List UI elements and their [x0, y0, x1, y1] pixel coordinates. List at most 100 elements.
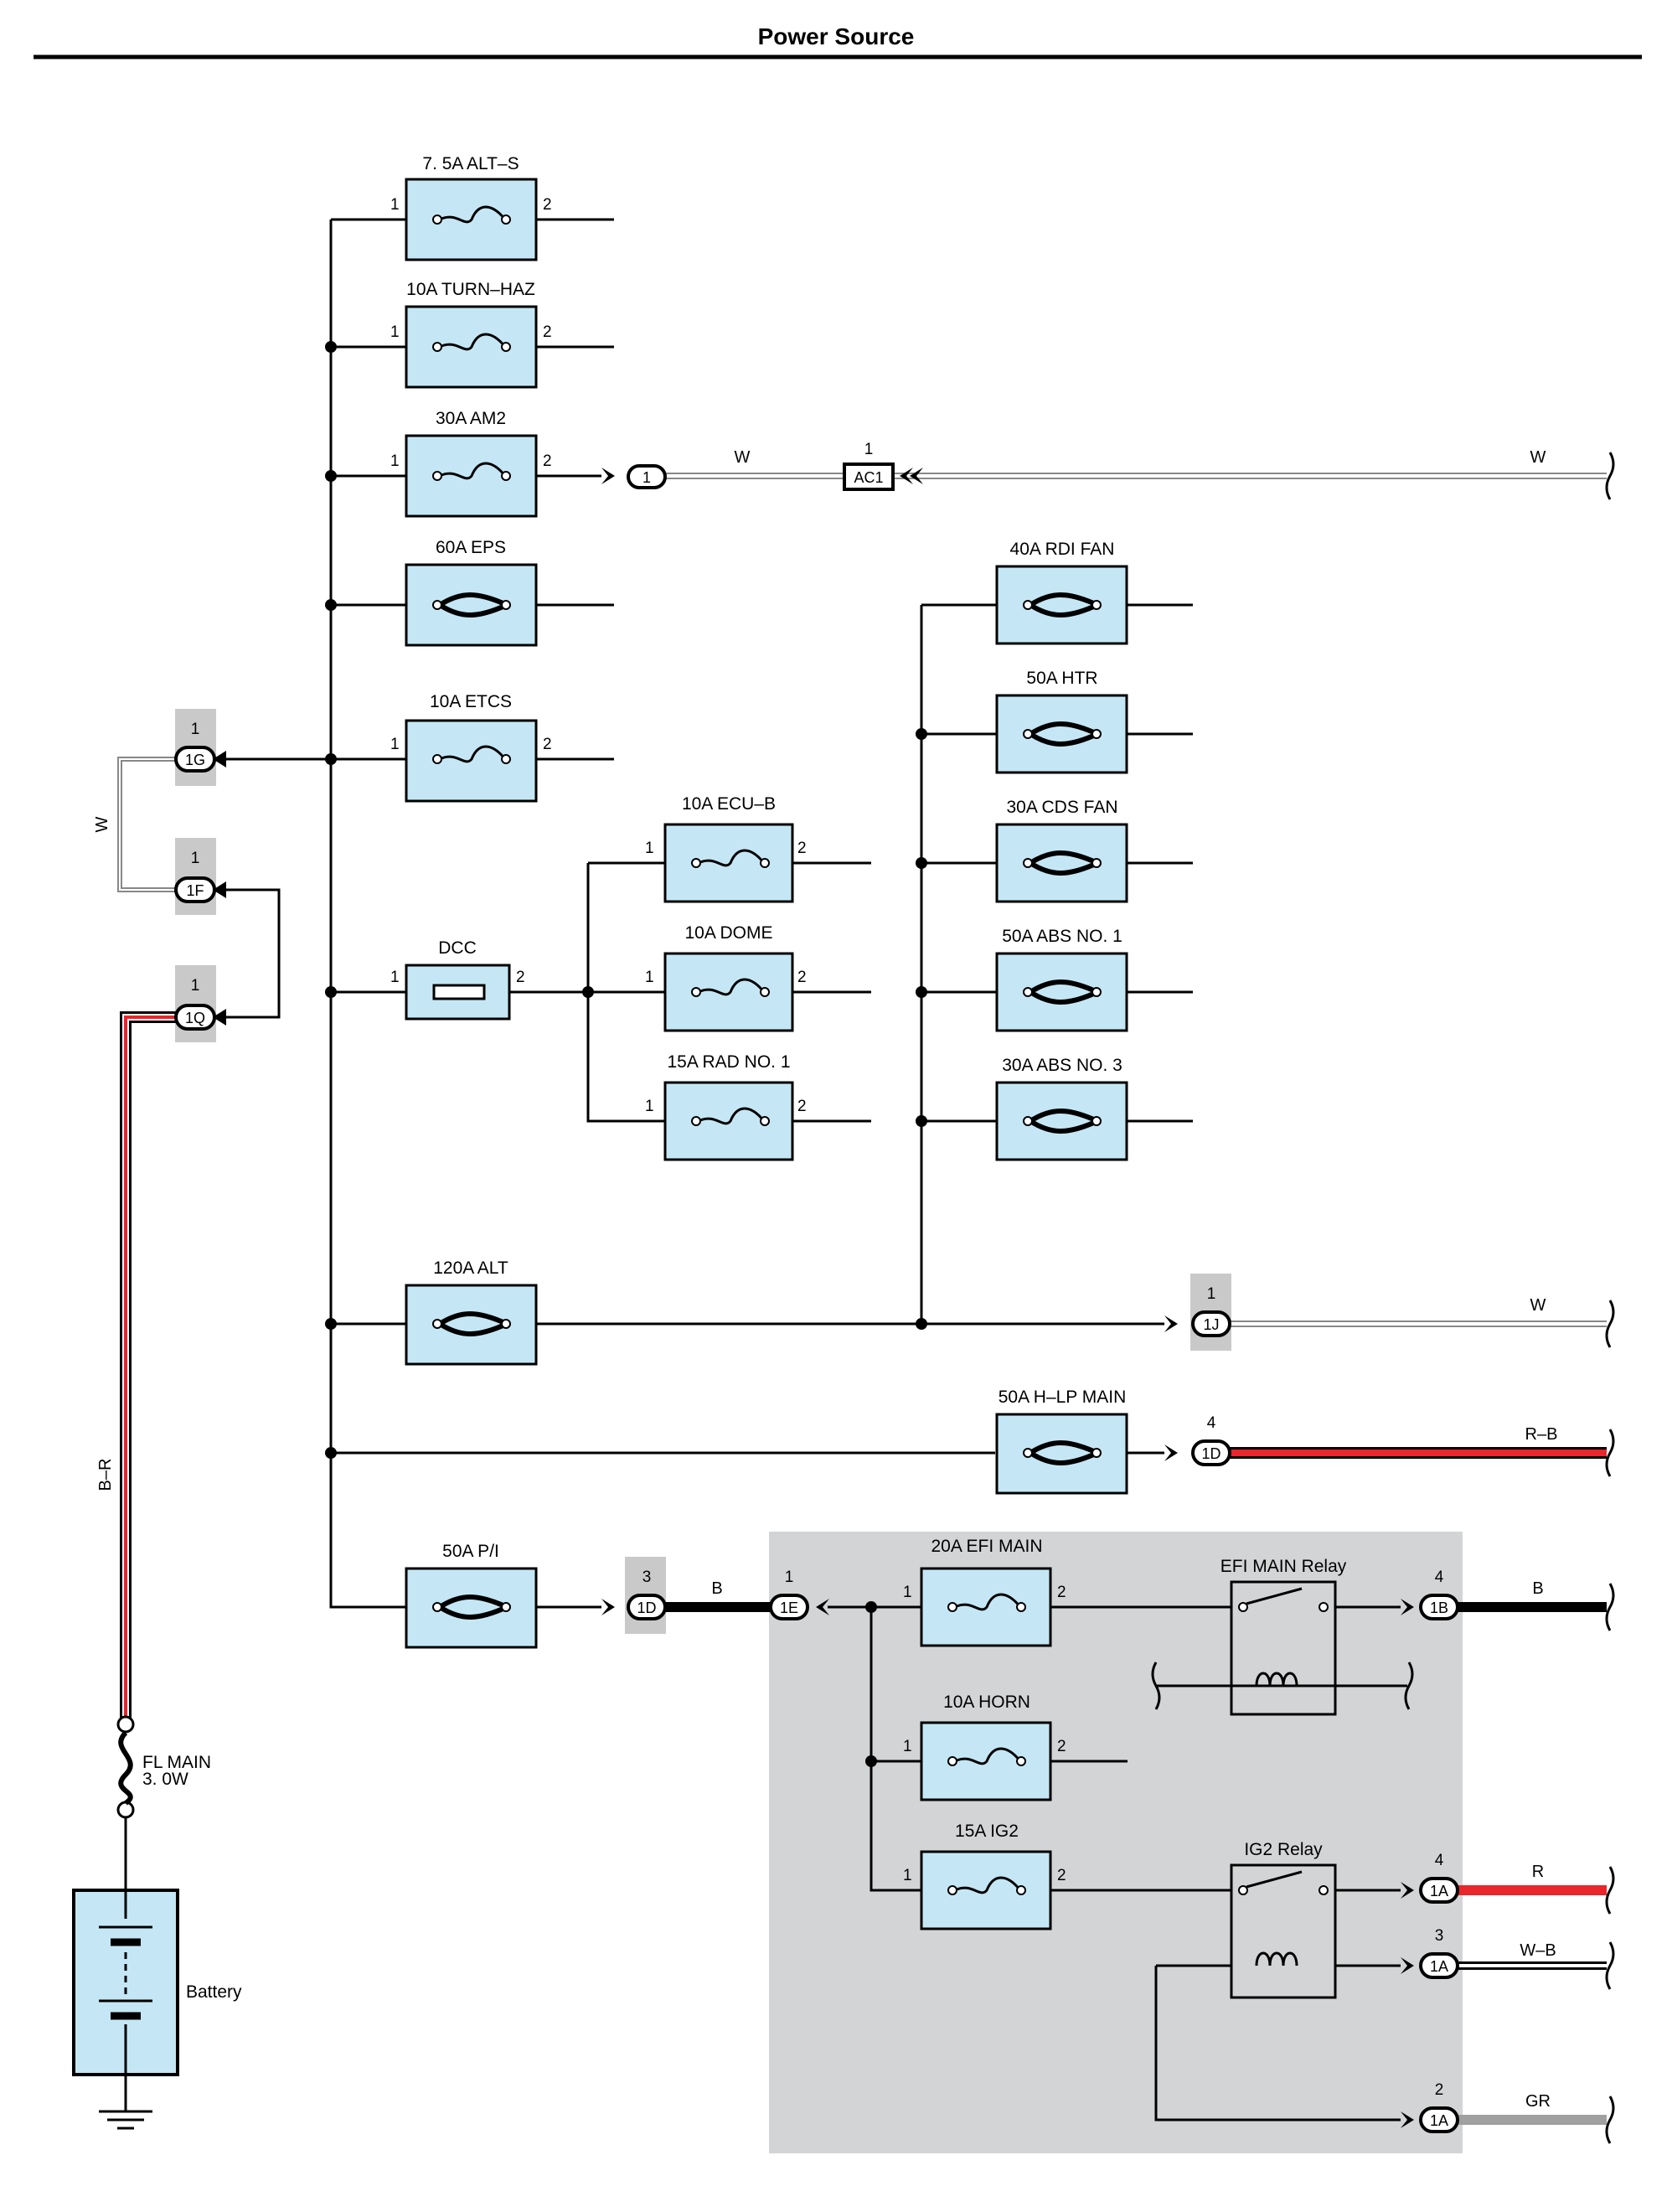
- relay-label-efi-main: EFI MAIN Relay: [1220, 1557, 1347, 1576]
- w-wires-right: [665, 473, 1607, 1327]
- b-r-wire: [120, 1011, 176, 1724]
- wire-label-b: B: [1532, 1579, 1543, 1598]
- fuse-label-alt: 120A ALT: [433, 1258, 508, 1278]
- page-title: Power Source: [757, 23, 915, 49]
- battery-label: Battery: [186, 1982, 242, 2002]
- wire-label-b-r: B–R: [96, 1459, 115, 1491]
- fuse-label-abs1: 50A ABS NO. 1: [1002, 927, 1122, 946]
- ground-icon: [99, 2110, 152, 2130]
- pin-number: 1: [390, 452, 400, 470]
- pin-number: 4: [1435, 1569, 1444, 1586]
- pin-number: 1: [390, 969, 400, 986]
- w-wire-1g-1f: [117, 757, 176, 892]
- fuse-label-etcs: 10A ETCS: [430, 692, 512, 711]
- fuse-label-efi-main: 20A EFI MAIN: [931, 1537, 1042, 1556]
- wire-label-gr: GR: [1525, 2092, 1551, 2111]
- pin-number: 2: [543, 736, 552, 753]
- pin-number: 2: [516, 969, 525, 986]
- pin-number: 1: [191, 977, 200, 995]
- bus-wiring: [124, 218, 1407, 2122]
- pin-number: 1: [390, 736, 400, 753]
- connector-label-1d: 1D: [1201, 1445, 1220, 1462]
- fuse-label-am2: 30A AM2: [436, 409, 506, 428]
- pin-number: 2: [797, 840, 807, 857]
- pin-number: 2: [797, 969, 807, 986]
- fuse-label-ig2: 15A IG2: [955, 1822, 1019, 1841]
- connector-label-1b: 1B: [1430, 1600, 1448, 1616]
- pin-number: 1: [1207, 1285, 1216, 1303]
- wire-labels: W W W R–B B B R W–B GR W B–R: [93, 448, 1557, 2111]
- fuse-label-alt-s: 7. 5A ALT–S: [422, 154, 519, 173]
- connector-label-1a: 1A: [1430, 1958, 1448, 1975]
- fuse-label-rdi-fan: 40A RDI FAN: [1010, 540, 1115, 559]
- pin-numbers: 1 2 1 2 1 2 1 2 1 2 1 2 1 2 1 2 1 2 1 2 …: [191, 196, 1444, 2099]
- pin-number: 1: [903, 1584, 912, 1601]
- efi-main-relay: [1230, 1580, 1337, 1716]
- ac1-connector: [843, 463, 895, 491]
- wire-label-w-b: W–B: [1520, 1941, 1556, 1960]
- pin-number: 3: [1435, 1927, 1444, 1945]
- fuse-label-horn: 10A HORN: [943, 1693, 1030, 1712]
- connector-label-1e: 1E: [780, 1600, 798, 1616]
- fuse-label-htr: 50A HTR: [1026, 669, 1097, 688]
- pin-number: 1: [191, 850, 200, 867]
- pin-number: 1: [390, 196, 400, 214]
- wire-label-w: W: [93, 816, 111, 832]
- wire-label-r: R: [1532, 1863, 1544, 1881]
- pin-number: 2: [797, 1098, 807, 1115]
- fuse-label-dome: 10A DOME: [684, 923, 772, 943]
- pin-number: 1: [191, 721, 200, 738]
- wire-label-b: B: [711, 1579, 722, 1598]
- pin-number: 2: [1057, 1738, 1066, 1755]
- fuse-label-abs3: 30A ABS NO. 3: [1002, 1056, 1122, 1075]
- pin-number: 2: [543, 323, 552, 341]
- pin-number: 2: [543, 452, 552, 470]
- pin-number: 2: [1057, 1584, 1066, 1601]
- wire-ends: [1151, 452, 1615, 2144]
- fuse-label-rad1: 15A RAD NO. 1: [667, 1052, 790, 1072]
- heavy-fuse-symbols: [438, 592, 1099, 1620]
- pin-number: 2: [1435, 2081, 1444, 2099]
- pin-number: 1: [903, 1738, 912, 1755]
- pin-number: 4: [1207, 1414, 1216, 1432]
- wire-label-r-b: R–B: [1525, 1425, 1558, 1444]
- connector-chevrons: [213, 468, 1414, 2128]
- fuse-label-hlp-main: 50A H–LP MAIN: [999, 1388, 1127, 1407]
- pin-number: 1: [645, 840, 654, 857]
- pin-number: 1: [645, 969, 654, 986]
- fuse-label-eps: 60A EPS: [436, 538, 506, 557]
- connector-codes: 1 AC1 1G 1F 1Q 1J 1D 1D 1E 1B 1A 1A 1A: [185, 469, 1448, 2129]
- pin-number: 2: [1057, 1867, 1066, 1884]
- connector-label-1: 1: [642, 469, 651, 486]
- ig2-relay: [1230, 1863, 1337, 1999]
- junction-dots: [325, 341, 927, 1767]
- fl-main-rating: 3. 0W: [142, 1770, 188, 1789]
- fuse-boxes: [405, 178, 1128, 1930]
- pin-number: 2: [543, 196, 552, 214]
- battery-symbol: [72, 1889, 179, 2076]
- wire-label-w: W: [735, 448, 751, 467]
- pin-number: 1: [390, 323, 400, 341]
- fuse-label-dcc: DCC: [438, 938, 477, 958]
- thin-fuse-symbols: [439, 205, 1022, 1894]
- fuse-terminals: [432, 214, 1102, 1895]
- pin-number: 1: [864, 441, 874, 458]
- connector-label-ac1: AC1: [854, 469, 883, 486]
- fuse-label-p-i: 50A P/I: [442, 1542, 499, 1561]
- fuse-label-ecu-b: 10A ECU–B: [682, 794, 776, 814]
- fl-main-label: FL MAIN: [142, 1753, 211, 1772]
- connector-ovals: [174, 464, 1459, 2133]
- pin-number: 4: [1435, 1852, 1444, 1869]
- pin-number: 3: [642, 1569, 652, 1586]
- dcc-fuse-element: [432, 984, 486, 1000]
- connector-label-1j: 1J: [1203, 1316, 1219, 1333]
- pin-number: 1: [645, 1098, 654, 1115]
- relay-block-background: [769, 1532, 1463, 2153]
- wire-label-w: W: [1530, 448, 1546, 467]
- connector-label-1d: 1D: [637, 1600, 656, 1616]
- wire-label-w: W: [1530, 1296, 1546, 1315]
- pin-number: 1: [903, 1867, 912, 1884]
- connector-label-1f: 1F: [186, 882, 204, 899]
- connector-label-1q: 1Q: [185, 1010, 205, 1026]
